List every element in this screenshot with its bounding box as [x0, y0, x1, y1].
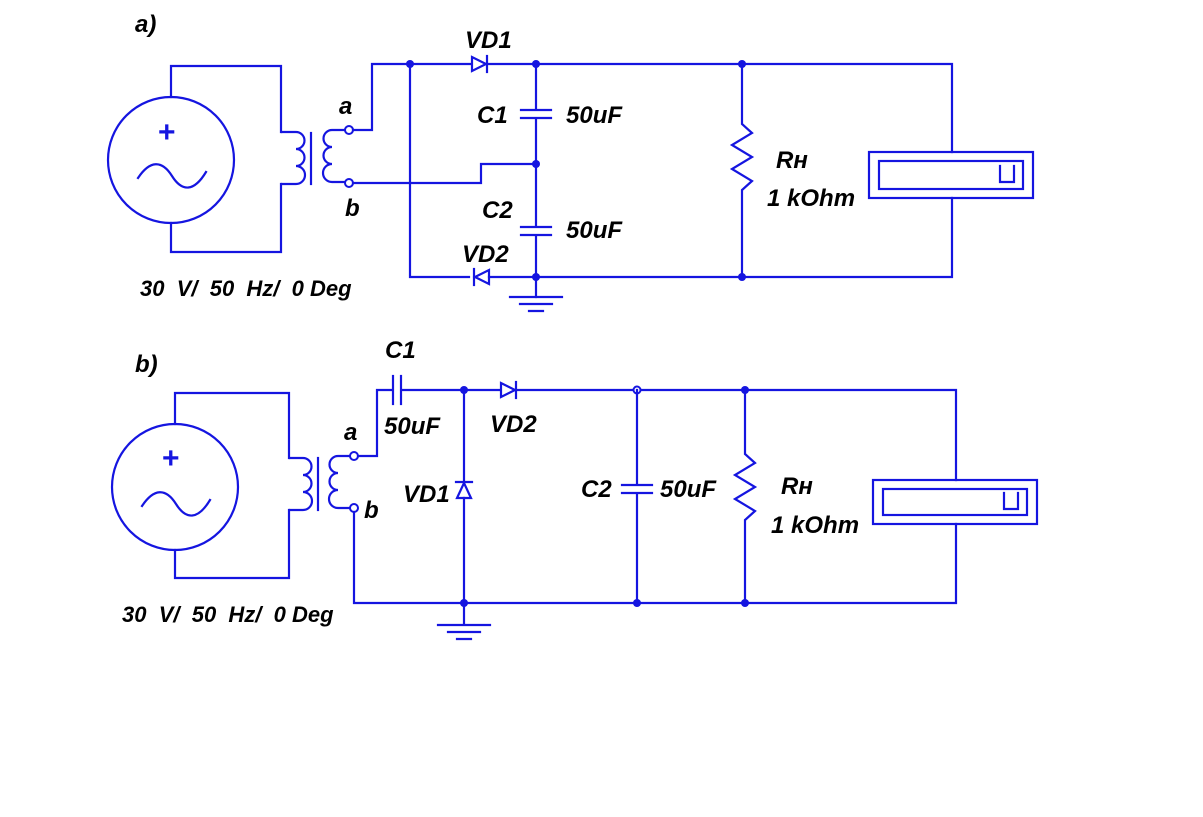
diode-vd1-a — [470, 54, 489, 74]
vd2-label: VD2 — [462, 241, 509, 268]
diode-vd1-symbol — [470, 55, 489, 73]
terminal-b — [349, 503, 359, 513]
source-b-value: 30 V/ 50 Hz/ 0 Deg — [122, 602, 334, 627]
wire — [485, 62, 954, 154]
meter-display — [877, 159, 1025, 191]
capacitor-c2-b — [620, 483, 654, 495]
diode-vd2-b — [499, 380, 518, 400]
wire — [487, 196, 954, 279]
meter-u-icon — [998, 164, 1016, 184]
rn-name: Rн — [776, 147, 808, 174]
sine-wave-icon — [136, 163, 208, 189]
wire — [351, 162, 538, 185]
terminal-b-label: b — [345, 195, 360, 222]
panel-label-b: b) — [135, 351, 158, 378]
rn-value: 1 kOhm — [771, 512, 859, 539]
c2-value: 50uF — [660, 476, 717, 503]
transformer-secondary-coil — [327, 454, 352, 510]
diode-vd2-symbol — [499, 381, 518, 399]
c1-value: 50uF — [566, 102, 623, 129]
terminal-b-label: b — [364, 497, 379, 524]
voltmeter-a — [867, 150, 1035, 200]
wire — [514, 388, 958, 482]
meter-outer — [867, 150, 1035, 200]
circuit-a: a) + a b VD1 — [106, 11, 1035, 313]
vd1-label: VD1 — [403, 481, 450, 508]
terminal-a-label: a — [344, 419, 357, 446]
circuit-b: b) + a b C1 50uF — [110, 337, 1039, 641]
terminal-a — [344, 125, 354, 135]
wire — [173, 508, 291, 580]
ac-source-a: + — [106, 95, 236, 225]
wire — [352, 510, 958, 605]
transformer-b — [289, 454, 352, 512]
sine-wave-icon — [140, 491, 212, 517]
wire — [351, 62, 473, 132]
meter-u-icon — [1002, 491, 1020, 511]
c1-name: C1 — [385, 337, 416, 364]
rn-name: Rн — [781, 473, 813, 500]
rn-value: 1 kOhm — [767, 185, 855, 212]
diode-vd2-a — [472, 267, 491, 287]
ac-source-b: + — [110, 422, 240, 552]
vd2-label: VD2 — [490, 411, 537, 438]
polarity-plus: + — [158, 116, 176, 149]
c1-value: 50uF — [384, 413, 441, 440]
ground-icon — [508, 295, 564, 313]
diode-vd1-symbol — [455, 480, 473, 500]
wire — [356, 388, 394, 458]
meter-outer — [871, 478, 1039, 526]
terminal-b — [344, 178, 354, 188]
transformer-a — [281, 128, 347, 186]
diode-vd2-symbol — [472, 268, 491, 286]
capacitor-c1-a — [519, 108, 553, 120]
wire — [169, 64, 283, 134]
diode-vd1-b — [454, 480, 474, 500]
transformer-secondary-coil — [321, 128, 347, 184]
resistor-rn-b — [732, 388, 758, 605]
wire — [169, 182, 283, 254]
resistor-rn-a — [729, 62, 755, 279]
meter-display — [881, 487, 1029, 517]
capacitor-c2-a — [519, 225, 553, 237]
panel-label-a: a) — [135, 11, 156, 38]
c1-name: C1 — [477, 102, 508, 129]
wire — [408, 62, 471, 279]
terminal-a-label: a — [339, 93, 352, 120]
ground-icon — [436, 623, 492, 641]
wire — [173, 391, 291, 460]
c2-value: 50uF — [566, 217, 623, 244]
source-a-value: 30 V/ 50 Hz/ 0 Deg — [140, 276, 352, 301]
transformer-primary-coil — [281, 130, 307, 186]
voltmeter-b — [871, 478, 1039, 526]
transformer-primary-coil — [289, 456, 314, 512]
c2-name: C2 — [581, 476, 612, 503]
vd1-label: VD1 — [465, 27, 512, 54]
capacitor-c1-b — [391, 374, 403, 406]
terminal-a — [349, 451, 359, 461]
polarity-plus: + — [162, 442, 180, 475]
c2-name: C2 — [482, 197, 513, 224]
